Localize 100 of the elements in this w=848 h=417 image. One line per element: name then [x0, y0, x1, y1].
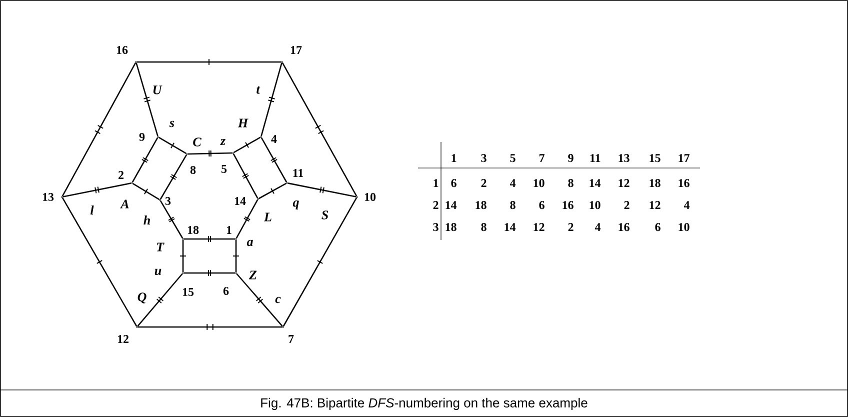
graph-edge	[136, 62, 158, 136]
table-cell: 12	[618, 179, 630, 187]
graph-edge	[62, 198, 138, 326]
table-cell: 5	[510, 154, 516, 162]
graph-edge	[160, 154, 188, 200]
table-cell: 6	[655, 223, 660, 232]
graph-edge	[132, 182, 160, 200]
edge-letter: c	[275, 296, 281, 304]
graph-edge	[184, 236, 235, 242]
table-cell: 1	[452, 154, 456, 162]
table-cell: 7	[540, 154, 545, 162]
edge-letter: t	[256, 86, 260, 94]
table-cell: 18	[476, 201, 486, 210]
edge-letter: Q	[138, 292, 146, 304]
graph-edge	[132, 138, 158, 182]
vertex-number: 4	[271, 135, 277, 143]
caption: Fig. 47B: Bipartite DFS-numbering on the same example	[261, 398, 588, 410]
edge-letter: C	[193, 138, 202, 146]
edge-letter: T	[156, 242, 164, 252]
table-cell: 2	[433, 201, 438, 209]
graph-edge	[288, 182, 356, 198]
vertex-number: 3	[165, 196, 171, 206]
table-cell: 4	[684, 201, 690, 209]
graph-edge	[180, 240, 186, 272]
table-cell: 11	[590, 154, 600, 162]
graph-edge	[184, 270, 235, 276]
graph-edge	[158, 136, 186, 154]
graph-edge	[282, 62, 358, 196]
graph-edge	[62, 62, 136, 196]
vertex-number: 11	[293, 169, 304, 177]
table-cell: 12	[534, 223, 544, 231]
edge-letter: z	[220, 139, 226, 145]
vertex-number: 14	[234, 197, 246, 205]
table-cell: 2	[568, 223, 574, 231]
table-cell: 13	[618, 154, 630, 162]
edge-letter: A	[120, 200, 129, 208]
table-cell: 2	[624, 201, 630, 209]
table-cell: 10	[534, 179, 544, 188]
table-cell: 12	[650, 201, 660, 209]
vertex-number: 10	[364, 192, 376, 202]
table-cell: 6	[451, 179, 456, 188]
vertex-number: 7	[288, 335, 294, 343]
table-cell: 16	[618, 223, 630, 232]
table-cell: 17	[678, 154, 690, 162]
table-cell: 4	[510, 179, 516, 187]
vertex-number: 16	[116, 46, 128, 54]
graph-edge	[234, 136, 260, 154]
graph-edge	[236, 200, 258, 238]
table-cell: 10	[590, 201, 600, 210]
table-cell: 14	[590, 179, 601, 187]
table-cell: 8	[510, 201, 516, 210]
graph-edge	[282, 198, 358, 326]
edge-letter: s	[169, 120, 174, 128]
edge-letter: L	[264, 212, 272, 222]
vertex-number: 8	[190, 166, 196, 174]
graph-edge	[138, 324, 282, 330]
graph-edge	[260, 62, 282, 136]
vertex-number: 17	[290, 46, 302, 54]
table-cell: 18	[446, 223, 456, 232]
vertex-number: 12	[118, 335, 128, 343]
table-cell: 16	[562, 201, 574, 210]
vertex-number: 13	[42, 192, 54, 202]
graph-edge	[232, 154, 258, 198]
edge-letter: h	[144, 215, 150, 224]
table-cell: 8	[481, 223, 486, 232]
vertex-number: 2	[118, 171, 124, 179]
table-cell: 1	[434, 179, 438, 187]
vertex-number: 6	[223, 286, 229, 295]
edge-letter: U	[153, 86, 162, 94]
edge-letter: u	[154, 268, 162, 276]
graph-edge	[137, 59, 281, 65]
edge-letter: q	[292, 200, 299, 210]
edge-letter: a	[246, 240, 253, 246]
vertex-number: 18	[188, 226, 199, 234]
edge-letter: Z	[249, 270, 257, 280]
table-cell: 2	[481, 179, 486, 187]
graph-edge	[258, 182, 286, 200]
graph-edge	[188, 150, 232, 157]
edge-letter: H	[238, 118, 248, 128]
table-cell: 6	[539, 201, 544, 210]
table-cell: 15	[650, 154, 660, 162]
edge-letter: l	[90, 205, 94, 214]
table-cell: 14	[446, 201, 457, 209]
graph-edge	[62, 182, 132, 198]
graph-edge	[236, 273, 283, 327]
table-cell: 18	[650, 179, 660, 188]
table-cell: 3	[433, 223, 438, 232]
table-cell: 9	[568, 154, 574, 162]
vertex-number: 5	[222, 165, 227, 173]
vertex-number: 15	[182, 288, 194, 296]
graph-edge	[260, 138, 288, 182]
graph-edge	[137, 273, 183, 327]
graph-edge	[233, 240, 239, 272]
graph-edge	[160, 200, 184, 238]
table-cell: 4	[594, 223, 601, 231]
table-cell: 8	[568, 179, 574, 188]
table-cell: 16	[678, 179, 690, 188]
vertex-number: 1	[226, 226, 232, 234]
table-cell: 10	[678, 223, 690, 232]
edge-letter: S	[322, 210, 328, 220]
